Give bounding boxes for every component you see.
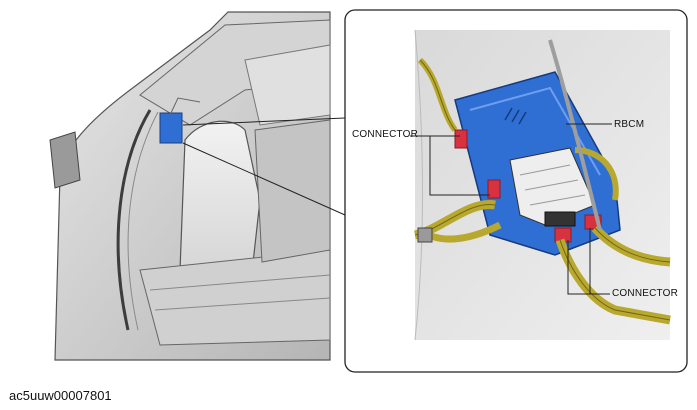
figure-id: ac5uuw00007801 [9, 388, 112, 403]
connector-dark [544, 211, 576, 227]
leader-connector-left [410, 135, 490, 196]
rear-seat-back [254, 119, 331, 263]
vehicle-rear-view [49, 11, 346, 361]
callout-connector-left: CONNECTOR [352, 129, 419, 140]
leader-connector-bottom [567, 228, 610, 295]
tail-lamp [49, 131, 81, 189]
rbcm-small [159, 112, 183, 144]
zoom-detail [344, 9, 688, 373]
connector-red-1 [454, 129, 468, 149]
zoom-pointer-bottom [182, 142, 346, 216]
pillar-seal [116, 109, 152, 331]
zoom-pointer-top [182, 117, 346, 126]
module-vent-slots [504, 107, 527, 125]
connector-red-2 [487, 179, 501, 199]
harness-right-top [574, 147, 619, 201]
rear-quarter-panel [244, 44, 331, 126]
callout-rbcm: RBCM [614, 119, 645, 130]
callout-connector-bottom: CONNECTOR [612, 288, 679, 299]
